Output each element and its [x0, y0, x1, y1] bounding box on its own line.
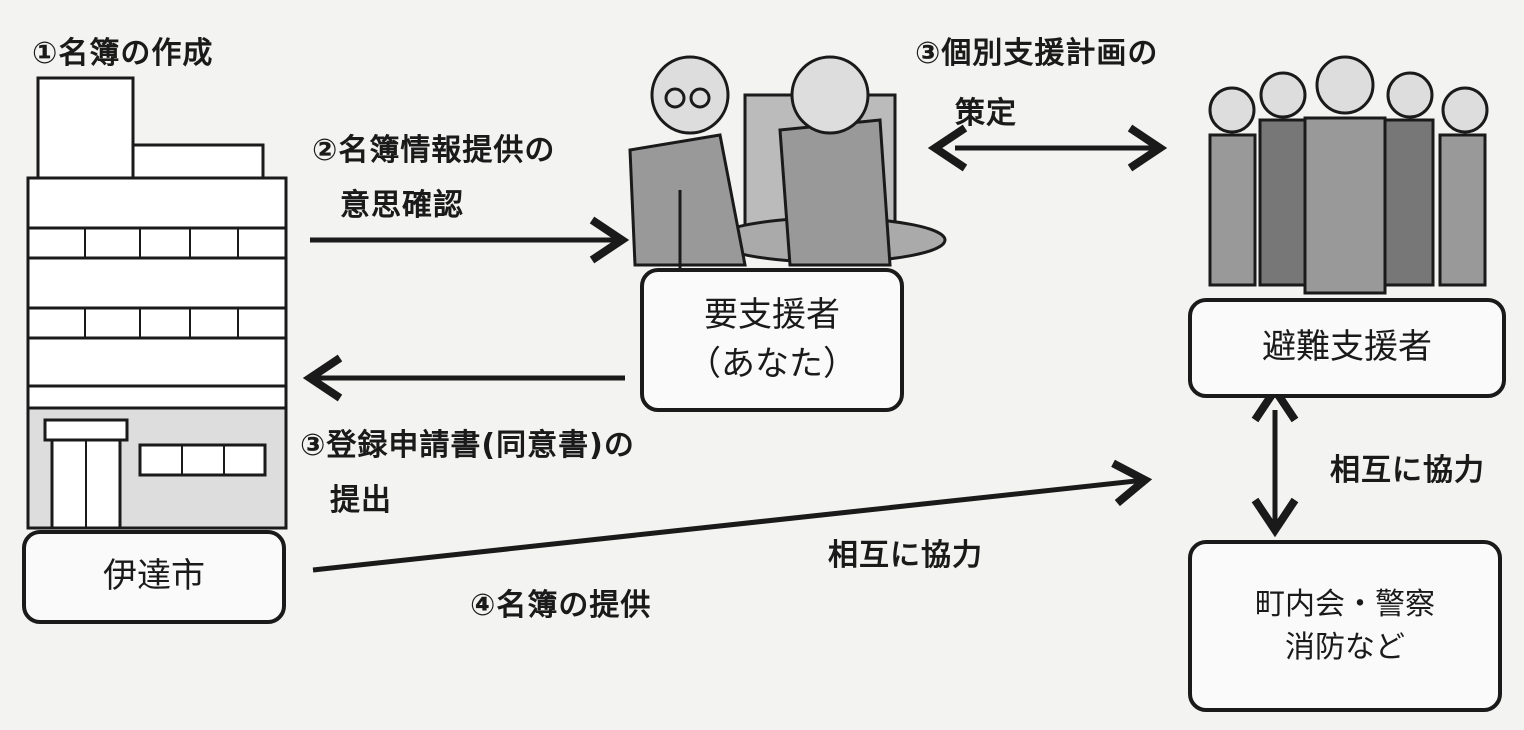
person-label-line2: （あなた）: [687, 344, 857, 384]
step3b-label-line2: 策定: [955, 96, 1017, 131]
person-box: 要支援者 （あなた）: [640, 268, 904, 412]
community-label-line1: 町内会・警察: [1255, 586, 1435, 622]
step2-label-line1: ②名簿情報提供の: [312, 133, 556, 168]
city-label: 伊達市: [103, 556, 205, 597]
cooperate-label-middle: 相互に協力: [828, 538, 983, 573]
step2-label-line2: 意思確認: [340, 188, 464, 223]
step3b-label-line1: ③個別支援計画の: [915, 36, 1159, 71]
step4-label: ④名簿の提供: [470, 588, 652, 623]
elderly-couple-illustration: [628, 55, 947, 270]
cooperate-label-right: 相互に協力: [1330, 453, 1485, 488]
step1-label: ①名簿の作成: [32, 36, 214, 71]
supporters-box: 避難支援者: [1188, 298, 1506, 398]
supporters-group-illustration: [1208, 55, 1489, 295]
step3a-label-line2: 提出: [330, 483, 392, 518]
person-label-line1: 要支援者: [704, 294, 840, 335]
step3a-label-line1: ③登録申請書(同意書)の: [300, 428, 635, 463]
community-box: 町内会・警察 消防など: [1188, 540, 1502, 712]
city-box: 伊達市: [22, 530, 286, 624]
community-label-line2: 消防など: [1285, 630, 1405, 665]
supporters-label: 避難支援者: [1262, 327, 1432, 368]
arrow-city-to-supporters: [312, 459, 1153, 573]
city-hall-building-icon: [26, 76, 288, 530]
